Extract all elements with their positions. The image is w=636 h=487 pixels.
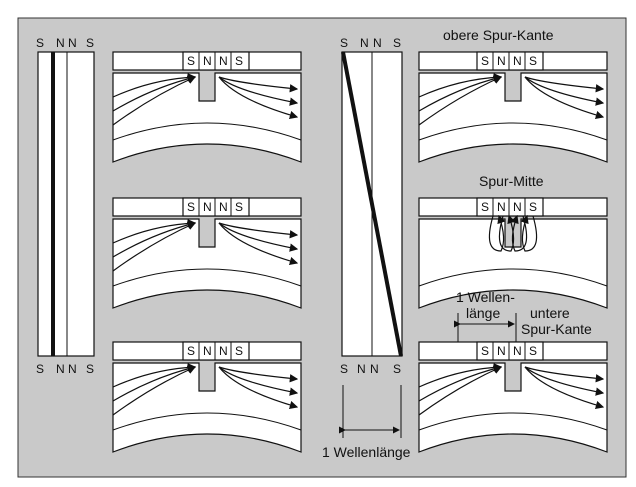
wavelength-label: 1 Wellenlänge bbox=[322, 444, 411, 460]
field-line-left-right-bottom-14 bbox=[418, 364, 503, 402]
field-line-left-right-top-0 bbox=[418, 73, 503, 98]
field-loop-right-right-mid-10 bbox=[510, 214, 528, 252]
field-line-left-left-mid-14 bbox=[112, 220, 197, 258]
head-pole-label-right-top-0: S bbox=[481, 54, 489, 68]
head-pole-label-right-mid-3: S bbox=[529, 200, 537, 214]
head-pole-label-right-top-3: S bbox=[529, 54, 537, 68]
left-track-strip: S N N S S N N S bbox=[36, 36, 95, 376]
field-line-left-left-mid-0 bbox=[112, 219, 197, 244]
left-strip-top-label-1: N bbox=[56, 36, 65, 50]
field-line-left-right-bottom-0 bbox=[418, 363, 503, 388]
field-line-right-right-bottom-14 bbox=[524, 366, 605, 396]
field-line-right-left-top-0 bbox=[218, 76, 299, 93]
head-pole-label-right-mid-2: N bbox=[513, 200, 522, 214]
field-line-left-left-top-0 bbox=[112, 73, 197, 98]
right-strip-top-label-0: S bbox=[340, 36, 348, 50]
head-pole-label-left-mid-3: S bbox=[235, 200, 243, 214]
head-pole-label-left-mid-1: N bbox=[203, 200, 212, 214]
head-pole-label-right-mid-0: S bbox=[481, 200, 489, 214]
field-line-right-right-top-28 bbox=[524, 76, 605, 120]
right-strip-bottom-label-0: S bbox=[340, 362, 348, 376]
head-pole-label-left-bottom-1: N bbox=[203, 344, 212, 358]
field-line-left-right-top-28 bbox=[418, 76, 503, 126]
left-strip-bottom-label-1: N bbox=[56, 362, 65, 376]
caption-bottom-edge-1: untere bbox=[530, 305, 570, 321]
field-line-right-left-top-28 bbox=[218, 76, 299, 120]
tape-layer-line-right-bottom bbox=[418, 412, 608, 431]
head-pole-label-right-bottom-2: N bbox=[513, 344, 522, 358]
tape-layer-line-right-top bbox=[418, 122, 608, 141]
field-line-left-right-top-14 bbox=[418, 74, 503, 112]
tape-layer-line-right-mid bbox=[418, 268, 608, 287]
right-track-strip: S N N S S N N S 1 Wellenlänge bbox=[322, 36, 411, 460]
left-strip-top-label-3: S bbox=[86, 36, 94, 50]
caption-top-edge: obere Spur-Kante bbox=[443, 27, 554, 43]
field-line-left-left-bottom-28 bbox=[112, 366, 197, 416]
field-line-right-left-bottom-28 bbox=[218, 366, 299, 410]
head-pole-label-left-bottom-3: S bbox=[235, 344, 243, 358]
left-strip-top-label-0: S bbox=[36, 36, 44, 50]
head-pole-label-left-bottom-2: N bbox=[219, 344, 228, 358]
head-pole-label-left-mid-0: S bbox=[187, 200, 195, 214]
field-line-left-right-bottom-28 bbox=[418, 366, 503, 416]
caption-wave-2: länge bbox=[466, 305, 500, 321]
head-pole-label-left-top-0: S bbox=[187, 54, 195, 68]
left-strip-bottom-label-3: S bbox=[86, 362, 94, 376]
head-pole-label-right-bottom-1: N bbox=[497, 344, 506, 358]
right-strip-top-label-1: N bbox=[360, 36, 369, 50]
field-loop-left-right-mid--10 bbox=[498, 214, 516, 252]
left-strip-bottom-label-0: S bbox=[36, 362, 44, 376]
head-pole-label-left-mid-2: N bbox=[219, 200, 228, 214]
head-pole-label-right-bottom-3: S bbox=[529, 344, 537, 358]
tape-layer-line-left-mid bbox=[112, 268, 302, 287]
left-strip-bottom-label-2: N bbox=[68, 362, 77, 376]
field-line-right-left-bottom-0 bbox=[218, 366, 299, 383]
field-line-right-left-mid-0 bbox=[218, 222, 299, 239]
field-line-left-left-top-14 bbox=[112, 74, 197, 112]
right-strip-bottom-label-3: S bbox=[393, 362, 401, 376]
right-strip-bottom-label-1: N bbox=[357, 362, 366, 376]
tape-layer-line-left-top bbox=[112, 122, 302, 141]
field-line-right-right-top-14 bbox=[524, 76, 605, 106]
caption-middle: Spur-Mitte bbox=[479, 173, 544, 189]
field-line-right-left-mid-28 bbox=[218, 222, 299, 266]
head-pole-label-left-bottom-0: S bbox=[187, 344, 195, 358]
caption-wave-1: 1 Wellen- bbox=[456, 289, 515, 305]
field-line-left-left-mid-28 bbox=[112, 222, 197, 272]
field-line-right-left-mid-14 bbox=[218, 222, 299, 252]
field-loop-left-right-mid--20 bbox=[488, 214, 506, 252]
tape-layer-line-left-bottom bbox=[112, 412, 302, 431]
head-pole-label-right-mid-1: N bbox=[497, 200, 506, 214]
head-pole-label-left-top-3: S bbox=[235, 54, 243, 68]
left-strip-top-label-2: N bbox=[68, 36, 77, 50]
field-line-right-left-bottom-14 bbox=[218, 366, 299, 396]
caption-bottom-edge-2: Spur-Kante bbox=[521, 321, 592, 337]
field-line-right-right-bottom-0 bbox=[524, 366, 605, 383]
head-pole-label-right-bottom-0: S bbox=[481, 344, 489, 358]
field-line-right-left-top-14 bbox=[218, 76, 299, 106]
field-line-right-right-bottom-28 bbox=[524, 366, 605, 410]
head-pole-label-right-top-2: N bbox=[513, 54, 522, 68]
field-line-right-right-top-0 bbox=[524, 76, 605, 93]
head-pole-label-right-top-1: N bbox=[497, 54, 506, 68]
field-loop-right-right-mid-20 bbox=[520, 214, 538, 252]
field-line-left-left-bottom-0 bbox=[112, 363, 197, 388]
right-strip-top-label-3: S bbox=[393, 36, 401, 50]
right-strip-top-label-2: N bbox=[373, 36, 382, 50]
head-pole-label-left-top-1: N bbox=[203, 54, 212, 68]
right-strip-bottom-label-2: N bbox=[370, 362, 379, 376]
field-line-left-left-top-28 bbox=[112, 76, 197, 126]
head-pole-label-left-top-2: N bbox=[219, 54, 228, 68]
field-line-left-left-bottom-14 bbox=[112, 364, 197, 402]
